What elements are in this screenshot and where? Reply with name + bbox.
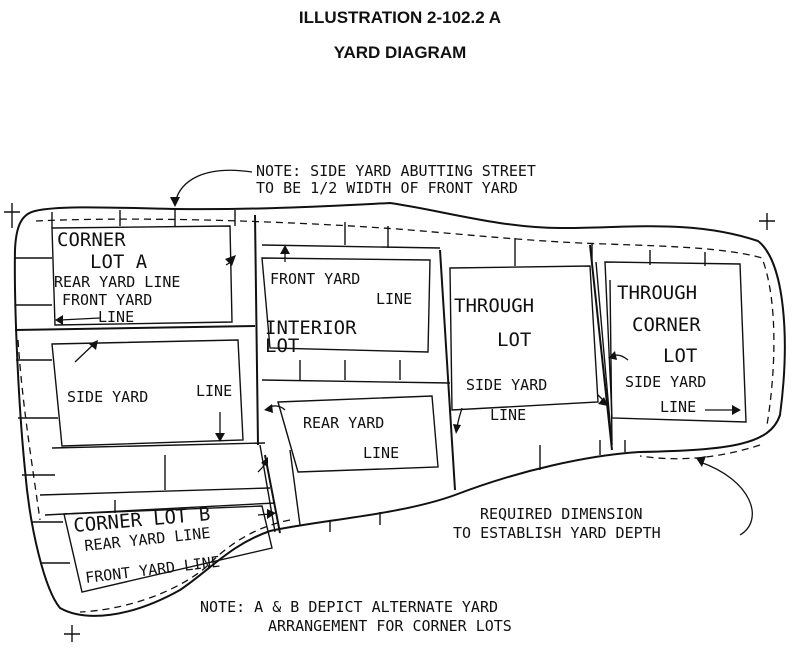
side-yard-note-line-1: NOTE: SIDE YARD ABUTTING STREET <box>256 162 536 180</box>
building-footprints <box>51 225 747 593</box>
corner-lots-note-line-1: NOTE: A & B DEPICT ALTERNATE YARD <box>200 598 498 616</box>
interior-lot-name-line-1: INTERIOR <box>265 317 357 339</box>
corner-lot-a-rear-yard-line: REAR YARD LINE <box>54 273 180 291</box>
through-corner-lot-side-yard-label: SIDE YARD <box>625 373 706 391</box>
through-corner-lot-side-yard-line: LINE <box>660 398 696 416</box>
side-yard-note-line-2: TO BE 1/2 WIDTH OF FRONT YARD <box>256 179 518 197</box>
through-lot-side-yard-line: LINE <box>490 406 526 424</box>
block-outline <box>13 201 786 617</box>
required-dimension-note-line-1: REQUIRED DIMENSION <box>480 505 643 523</box>
illustration-number: ILLUSTRATION 2-102.2 A <box>298 8 502 27</box>
yard-tick-marks <box>15 209 706 564</box>
interior-lot-rear-yard-label: REAR YARD <box>303 414 384 432</box>
lot-lines <box>14 214 613 534</box>
corner-lots-note-line-2: ARRANGEMENT FOR CORNER LOTS <box>268 617 512 635</box>
through-lot-name-line-1: THROUGH <box>454 295 534 317</box>
through-lot-side-yard-label: SIDE YARD <box>466 376 547 394</box>
corner-lot-b-front-yard-line: FRONT YARD LINE <box>84 553 221 587</box>
interior-lot-rear-yard-line: LINE <box>363 444 399 462</box>
corner-lot-a-name-line-2: LOT A <box>90 251 148 273</box>
through-corner-lot-name-line-2: CORNER <box>632 314 701 336</box>
interior-lot-front-yard-line: LINE <box>376 290 412 308</box>
required-dimension-note-line-2: TO ESTABLISH YARD DEPTH <box>453 524 661 542</box>
interior-lot-name-line-2: LOT <box>265 335 299 357</box>
interior-lot-front-yard-label: FRONT YARD <box>270 270 360 288</box>
through-corner-lot-name-line-3: LOT <box>663 345 697 367</box>
corner-lot-a-front-yard-label: FRONT YARD <box>62 291 152 309</box>
leader-arrows <box>55 169 753 536</box>
through-corner-lot-name-line-1: THROUGH <box>617 282 697 304</box>
corner-lot-a-side-yard-label: SIDE YARD <box>67 388 148 406</box>
through-lot-name-line-2: LOT <box>497 329 531 351</box>
corner-lot-a-front-yard-line: LINE <box>98 308 134 326</box>
corner-lot-a-side-yard-line: LINE <box>196 382 232 400</box>
corner-lot-a-name-line-1: CORNER <box>57 229 126 251</box>
diagram-title: YARD DIAGRAM <box>333 43 467 62</box>
registration-marks <box>4 203 775 642</box>
